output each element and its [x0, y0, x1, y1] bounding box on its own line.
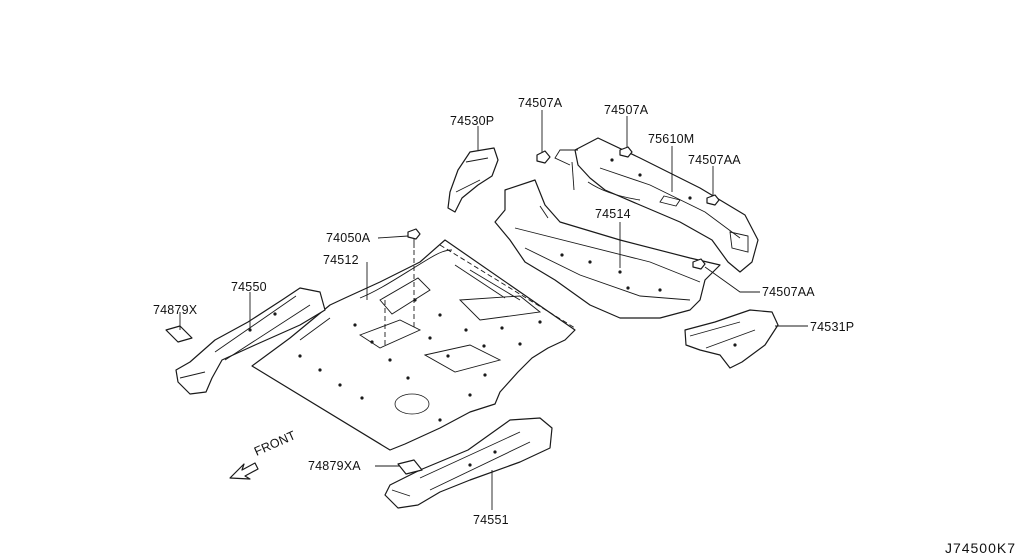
rear-crossmember — [554, 137, 759, 273]
spare-tire-pan — [494, 179, 721, 319]
rear-floor-panel — [251, 239, 576, 451]
callout-74879xa: 74879XA — [308, 459, 361, 473]
callout-75610m: 75610M — [648, 132, 695, 146]
pad-74879xa — [397, 459, 423, 475]
callout-74550: 74550 — [231, 280, 267, 294]
bracket-74530p — [447, 147, 499, 213]
side-member-left — [175, 287, 326, 395]
callout-74531p: 74531P — [810, 320, 855, 334]
pad-74879x — [165, 325, 193, 343]
bracket-74531p — [684, 309, 779, 369]
callout-74512: 74512 — [323, 253, 359, 267]
callout-74879x: 74879X — [153, 303, 198, 317]
callout-74551: 74551 — [473, 513, 509, 527]
diagram-code: J74500K7 — [944, 540, 1016, 556]
callout-74530p: 74530P — [450, 114, 495, 128]
front-arrow-icon — [229, 462, 259, 480]
callout-74507aa-bottom: 74507AA — [762, 285, 815, 299]
callout-74514: 74514 — [595, 207, 631, 221]
side-member-right — [384, 417, 553, 509]
callout-74507a-right: 74507A — [604, 103, 649, 117]
callout-74507aa-top: 74507AA — [688, 153, 741, 167]
callout-74050a: 74050A — [326, 231, 371, 245]
leader-lines — [179, 110, 808, 510]
callout-74507a-left: 74507A — [518, 96, 563, 110]
